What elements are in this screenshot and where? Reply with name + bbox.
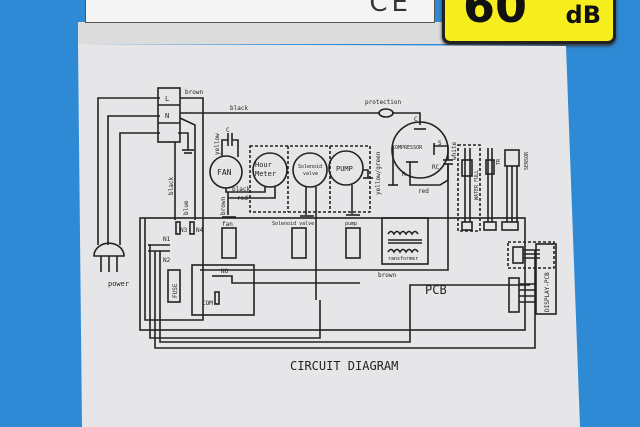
noise-level-badge: 60 dB [442,0,616,44]
diagram-title: CIRCUIT DIAGRAM [290,359,398,373]
transformer-label: ransformer [388,256,418,262]
pin-label: RC [432,164,440,171]
connector-label: N3 [180,227,188,234]
wire-label: black [230,105,248,112]
solenoid-label: Solenoid [298,164,322,170]
wire-label: brown [378,272,396,279]
capacitor-label: C [226,127,230,134]
upper-sticker-edge [78,22,450,44]
connector-label: N4 [196,227,204,234]
pump-label: PUMP [336,165,353,173]
wire-label: blue [183,200,190,215]
sensor-label: TR [496,158,502,165]
compressor-label: COMPRESSOR [392,145,423,151]
relay-no-label: NO [221,268,229,275]
pin-label: C [414,116,418,123]
wire-label: yellow [214,133,221,155]
ce-mark: CE [369,0,412,18]
fan-label: FAN [217,168,232,177]
terminal-n: N [165,112,169,120]
certification-label: CE [85,0,435,23]
wire-label: black [168,177,175,195]
water-full-group [457,144,481,232]
dashed-group [249,145,371,213]
fuse-label: FUSE [172,283,179,298]
sensor-label: WATER FULL [474,170,480,200]
connector-label: N1 [163,236,171,243]
wire-label: yellow/green [375,151,382,195]
display-pcb [535,243,557,315]
noise-unit: dB [565,1,601,29]
power-plug [93,242,125,257]
connector-label: N2 [163,257,171,264]
hour-meter-label: Meter [255,170,276,178]
connector-label: fan [222,221,233,228]
pump-motor [328,150,364,186]
terminal-l: L [165,95,169,103]
fuse [167,269,181,303]
solenoid-label: valve [303,171,318,177]
protection-fuse [378,108,394,118]
hour-meter [252,152,288,188]
pin-label: S [438,140,442,147]
protection-label: protection [365,99,402,106]
wire-label: red [418,188,429,195]
terminal-block [157,87,181,143]
wire-line [97,97,160,245]
hour-meter-label: Hour [255,161,272,169]
wire-label: brown [220,197,227,215]
noise-value: 60 [463,0,528,33]
relay-com-label: COM [202,300,213,307]
connector-label: Solenoid valve [272,221,314,227]
pcb-board [139,217,526,331]
display-pcb-label: DISPLAY-PCB [544,272,551,312]
solenoid-valve [292,152,328,188]
wire-label: white [451,142,458,160]
relay [191,264,255,316]
pcb-label: PCB [425,283,447,297]
wire-label: black [232,186,250,193]
wire-label: red [237,195,248,202]
pin-label: R [402,171,406,178]
wire-label: brown [185,89,203,96]
sensor-label: SENSOR [524,151,530,170]
connector-label: pump [345,221,357,227]
power-label: power [108,280,129,288]
